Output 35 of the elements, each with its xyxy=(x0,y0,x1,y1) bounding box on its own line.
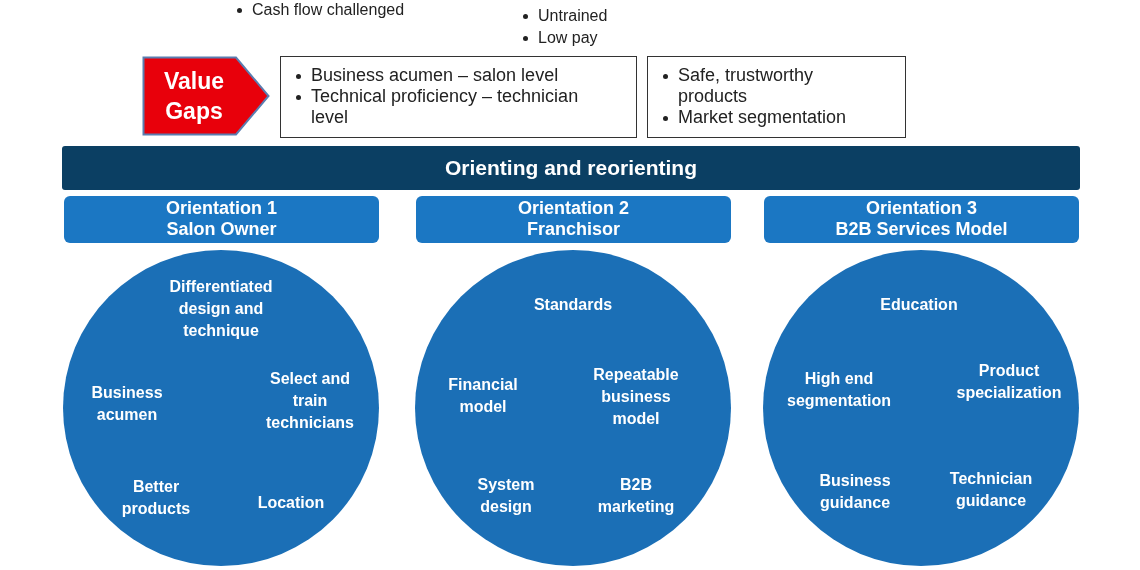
orientation-subtitle: B2B Services Model xyxy=(835,219,1008,240)
circle-item-text: Standards xyxy=(532,295,614,315)
orientation-subtitle: Salon Owner xyxy=(166,219,277,240)
orientation-title: Orientation 3 xyxy=(866,198,977,219)
bullet-item: Cash flow challenged xyxy=(232,0,405,20)
circle-item-text: B2B marketing xyxy=(596,475,676,517)
orientation-header xyxy=(64,196,379,243)
gap-list-card xyxy=(280,56,637,138)
orientation-header xyxy=(416,196,731,243)
gap-list-card xyxy=(647,56,906,138)
circle-item-text: Differentiated design and technique xyxy=(168,277,274,341)
bullet-item: Untrained xyxy=(518,6,608,26)
circle-item-text: Location xyxy=(256,493,326,513)
orientation-header xyxy=(764,196,1079,243)
bullet-item: Safe, trustworthy products xyxy=(658,65,871,107)
circle-item-text: Business guidance xyxy=(818,471,892,513)
circle-item-text: System design xyxy=(476,475,536,517)
circle-item-text: Technician guidance xyxy=(948,469,1034,511)
bullet-item: Business acumen – salon level xyxy=(291,65,602,86)
circle-item-text: High end segmentation xyxy=(786,369,892,411)
circle-item-text: Repeatable business model xyxy=(592,365,680,429)
orientation-subtitle: Franchisor xyxy=(527,219,620,240)
orientation-title: Orientation 1 xyxy=(166,198,277,219)
circle-item-text: Product specialization xyxy=(955,361,1063,403)
circle-item-text: Select and train technicians xyxy=(265,369,355,433)
orientation-title: Orientation 2 xyxy=(518,198,629,219)
circle-item-text: Financial model xyxy=(447,375,519,417)
circle-item-text: Business acumen xyxy=(90,383,164,425)
bullet-item: Market segmentation xyxy=(658,107,871,128)
bullet-item: Low pay xyxy=(518,28,598,48)
section-header-bar: Orienting and reorienting xyxy=(62,146,1080,190)
banner-label: Value Gaps xyxy=(162,67,226,126)
bullet-item: Technical proficiency – technician level xyxy=(291,86,602,128)
circle-item-text: Education xyxy=(879,295,959,315)
circle-item-text: Better products xyxy=(120,477,192,519)
